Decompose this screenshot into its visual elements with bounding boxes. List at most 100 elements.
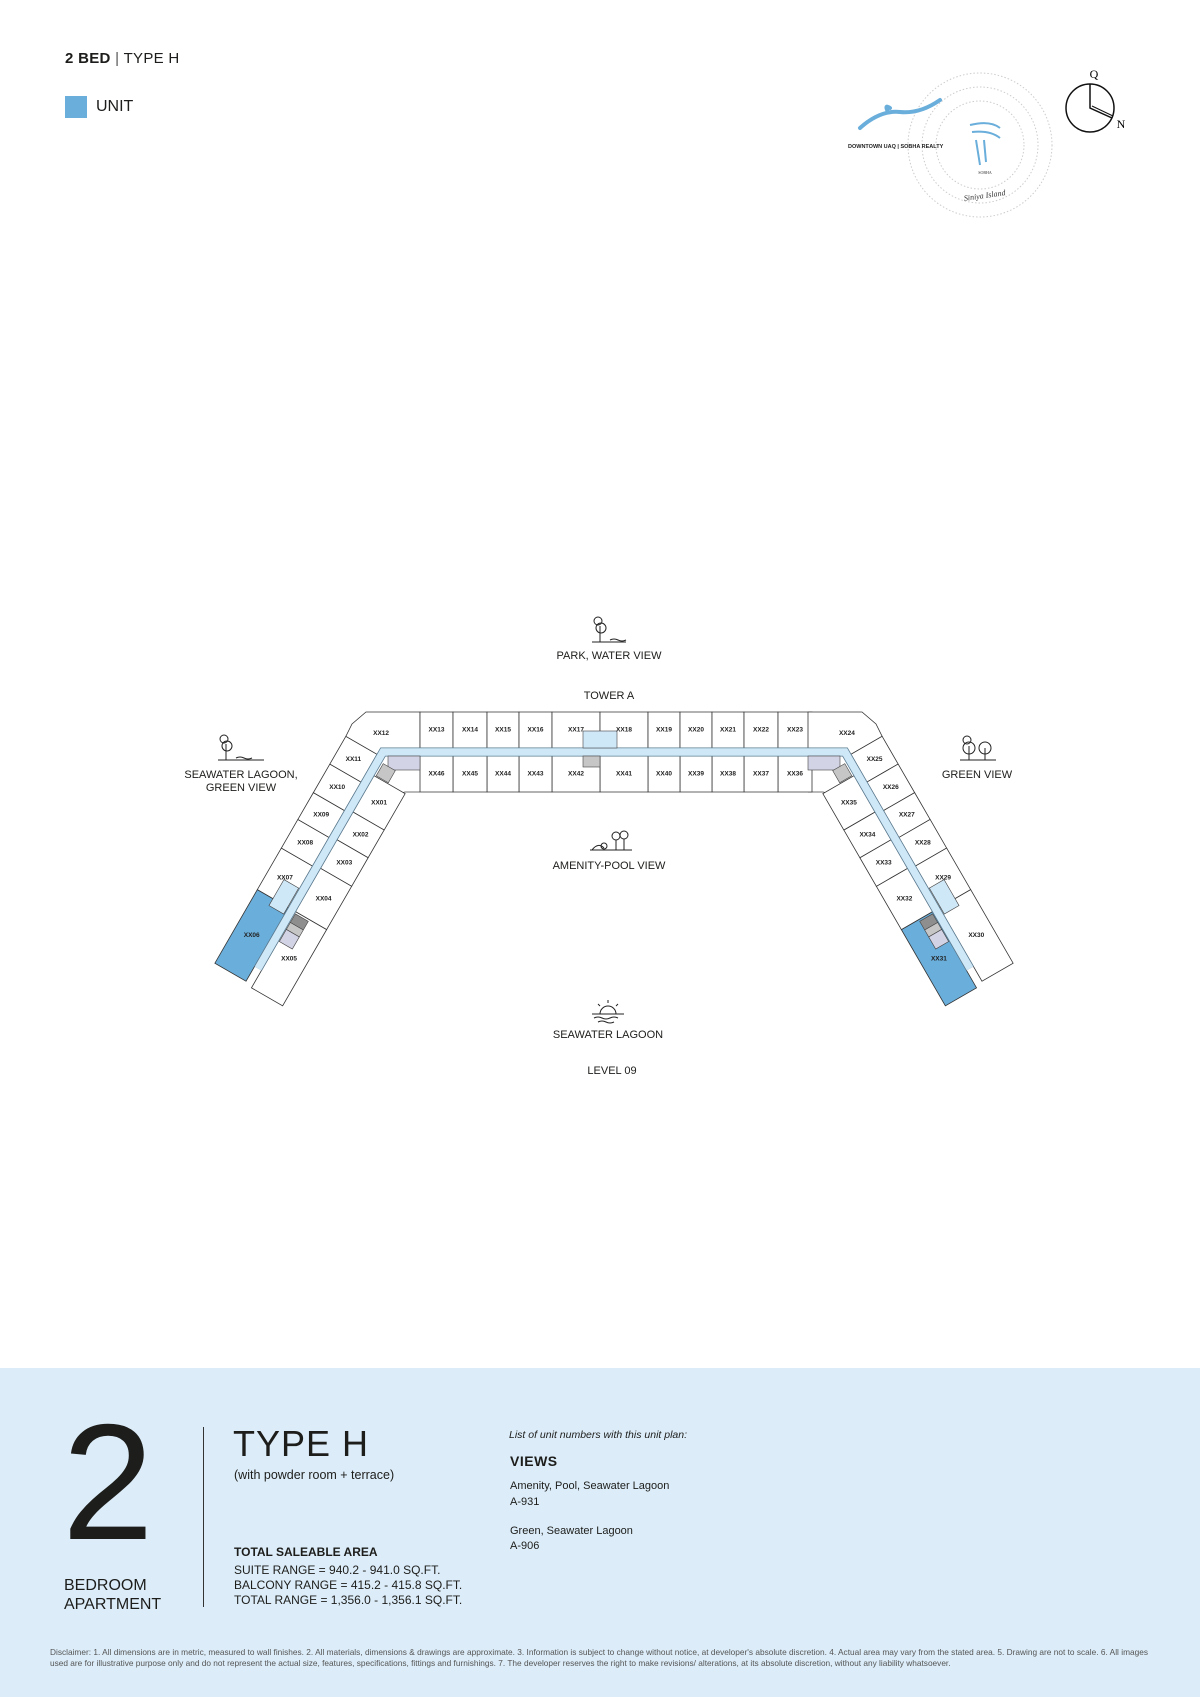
unit-label: XX25 xyxy=(867,756,883,763)
view-label-green: GREEN VIEW xyxy=(941,769,1013,781)
lift-lobby xyxy=(928,879,960,915)
unit-label: XX04 xyxy=(316,896,332,903)
unit-label: XX11 xyxy=(346,756,362,763)
unit-label: XX13 xyxy=(429,727,445,734)
unit-label: XX12 xyxy=(373,730,389,737)
unit-label: XX14 xyxy=(462,727,478,734)
unit-label: XX34 xyxy=(859,832,875,839)
view-label-lagoon-green-2: GREEN VIEW xyxy=(205,782,277,794)
lagoon-green-icon xyxy=(218,734,264,761)
suite-range: SUITE RANGE = 940.2 - 941.0 SQ.FT. xyxy=(234,1563,441,1577)
seawater-sun-icon xyxy=(592,1000,624,1024)
service-block xyxy=(387,755,421,771)
green-view-icon xyxy=(960,735,996,761)
unit-label: XX35 xyxy=(841,800,857,807)
unit-label: XX17 xyxy=(568,727,584,734)
amenity-pool-icon xyxy=(590,830,632,851)
service-block xyxy=(807,755,841,771)
unit-label: XX38 xyxy=(720,771,736,778)
view-label-seawater: SEAWATER LAGOON xyxy=(552,1029,664,1041)
floor-plan: XX01XX02XX03XX04XX05XX06XX07XX08XX09XX10… xyxy=(214,616,1014,1024)
unit-label: XX32 xyxy=(896,896,912,903)
heading-bed: 2 BED xyxy=(65,50,111,67)
compass-q: Q xyxy=(1090,67,1099,81)
heading-separator: | xyxy=(115,50,120,67)
service-block xyxy=(928,929,950,950)
unit-label: XX41 xyxy=(616,771,632,778)
park-water-icon xyxy=(592,616,627,643)
unit-label: XX23 xyxy=(787,727,803,734)
unit-label: XX20 xyxy=(688,727,704,734)
unit-label: XX42 xyxy=(568,771,584,778)
project-logo: DOWNTOWN UAQ | SOBHA REALTY SOBHA Siniya… xyxy=(840,70,1060,220)
unit-label: XX02 xyxy=(353,832,369,839)
heading-type: TYPE H xyxy=(123,50,180,67)
total-range: TOTAL RANGE = 1,356.0 - 1,356.1 SQ.FT. xyxy=(234,1593,463,1607)
service-block xyxy=(832,763,853,784)
level-label: LEVEL 09 xyxy=(587,1065,637,1077)
unit-label: XX40 xyxy=(656,771,672,778)
unit-label: XX18 xyxy=(616,727,632,734)
unit-label: XX28 xyxy=(915,840,931,847)
unit-label: XX09 xyxy=(313,812,329,819)
bedroom-label-1: BEDROOM xyxy=(64,1577,147,1594)
unit-label: XX30 xyxy=(968,932,984,939)
unit-label: XX08 xyxy=(297,840,313,847)
unit-label: XX33 xyxy=(876,860,892,867)
corridor xyxy=(254,748,974,971)
legend-unit-label: UNIT xyxy=(96,98,134,115)
divider xyxy=(203,1427,204,1607)
unit-label: XX01 xyxy=(371,800,387,807)
lift-lobby xyxy=(268,879,300,915)
view-name: Amenity, Pool, Seawater Lagoon xyxy=(510,1480,670,1492)
page-heading: 2 BED | TYPE H xyxy=(65,50,180,67)
unit-label: XX37 xyxy=(753,771,769,778)
unit-label: XX27 xyxy=(899,812,915,819)
unit-label: XX15 xyxy=(495,727,511,734)
unit-label: XX22 xyxy=(753,727,769,734)
disclaimer: Disclaimer: 1. All dimensions are in met… xyxy=(50,1647,1148,1668)
view-name: Green, Seawater Lagoon xyxy=(510,1525,633,1537)
unit-label: XX26 xyxy=(883,784,899,791)
view-label-lagoon-green-1: SEAWATER LAGOON, xyxy=(184,769,298,781)
unit-label: XX36 xyxy=(787,771,803,778)
logo-brand: SOBHA xyxy=(978,170,992,175)
balcony-range: BALCONY RANGE = 415.2 - 415.8 SQ.FT. xyxy=(234,1578,463,1592)
compass-n: N xyxy=(1117,117,1126,131)
view-label-park-water: PARK, WATER VIEW xyxy=(556,650,662,662)
unit-label: XX24 xyxy=(839,730,855,737)
view-units: A-906 xyxy=(510,1540,540,1552)
unit-label: XX46 xyxy=(429,771,445,778)
view-label-amenity-pool: AMENITY-POOL VIEW xyxy=(552,860,666,872)
tower-label: TOWER A xyxy=(583,690,635,702)
unit-label: XX16 xyxy=(528,727,544,734)
unit-label: XX39 xyxy=(688,771,704,778)
unit-label: XX10 xyxy=(329,784,345,791)
area-title: TOTAL SALEABLE AREA xyxy=(234,1545,378,1559)
view-units: A-931 xyxy=(510,1496,540,1508)
unit-label: XX07 xyxy=(277,875,293,882)
bedroom-label-2: APARTMENT xyxy=(64,1596,162,1613)
unit-label: XX44 xyxy=(495,771,511,778)
logo-left-text: DOWNTOWN UAQ | SOBHA REALTY xyxy=(848,144,944,150)
unit-label: XX29 xyxy=(935,875,951,882)
info-panel xyxy=(0,1368,1200,1697)
lobby-block xyxy=(582,730,618,749)
unit-label: XX43 xyxy=(528,771,544,778)
unit-label: XX21 xyxy=(720,727,736,734)
service-block xyxy=(375,763,396,784)
unit-list-title: List of unit numbers with this unit plan… xyxy=(509,1429,688,1441)
unit-label: XX06 xyxy=(244,932,260,939)
type-subtitle: (with powder room + terrace) xyxy=(234,1468,395,1482)
legend-unit-swatch xyxy=(65,96,87,118)
type-title: TYPE H xyxy=(233,1423,370,1464)
unit-label: XX45 xyxy=(462,771,478,778)
service-block xyxy=(582,755,601,768)
service-block xyxy=(278,929,300,950)
bedroom-count: 2 xyxy=(62,1390,154,1574)
unit-label: XX31 xyxy=(931,955,947,962)
unit-label: XX19 xyxy=(656,727,672,734)
views-title: VIEWS xyxy=(510,1453,558,1469)
compass: Q N xyxy=(1058,66,1138,138)
unit-label: XX03 xyxy=(336,860,352,867)
